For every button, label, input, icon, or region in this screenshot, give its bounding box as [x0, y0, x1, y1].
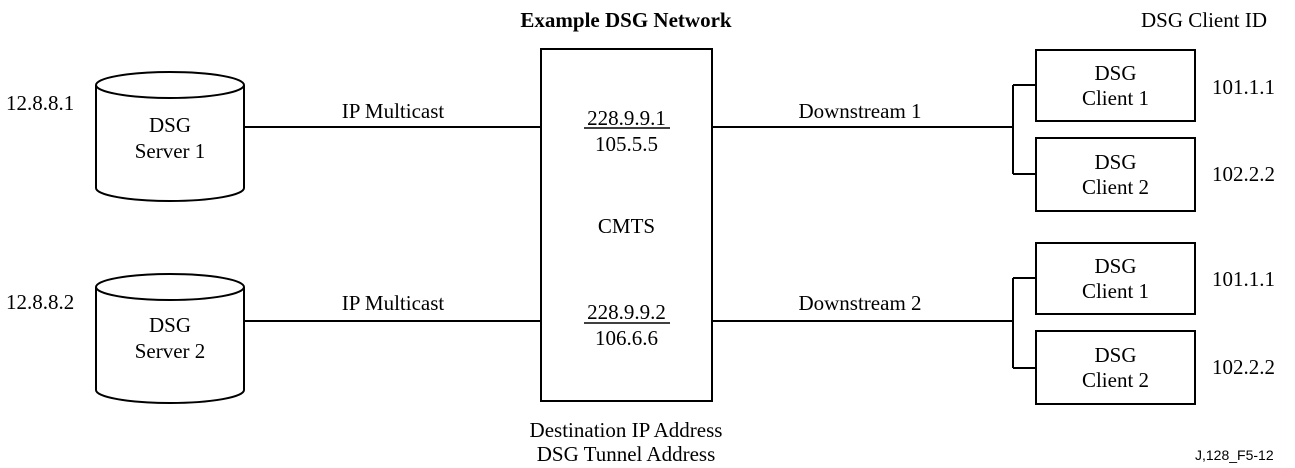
cmts-box: [540, 48, 713, 402]
server-2-name-line2: Server 2: [134, 339, 206, 363]
downstream-2-label: Downstream 2: [798, 291, 922, 315]
downstream-1-branch: [1012, 84, 1036, 175]
legend-destination-ip: Destination IP Address: [529, 418, 723, 442]
server-2-ip: 12.8.8.2: [6, 290, 75, 314]
cmts-dest-ip-2: 228.9.9.2: [587, 300, 666, 324]
client-box-ds1-2: [1035, 137, 1196, 212]
client-ds2-2-id: 102.2.2: [1212, 355, 1275, 379]
client-ds1-1-id: 101.1.1: [1212, 75, 1275, 99]
client-ds1-2-line1: DSG: [1094, 150, 1137, 174]
diagram-title: Example DSG Network: [520, 8, 732, 32]
client-ds2-2-line2: Client 2: [1081, 368, 1150, 392]
client-ds1-1-line1: DSG: [1094, 61, 1137, 85]
cmts-tunnel-address-1: 105.5.5: [595, 132, 658, 156]
server-1-link-label: IP Multicast: [341, 99, 445, 123]
downstream-2-branch: [1012, 277, 1036, 369]
client-id-header: DSG Client ID: [1141, 8, 1267, 32]
server-2-name-line1: DSG: [148, 313, 191, 337]
client-ds2-1-line1: DSG: [1094, 254, 1137, 278]
server-1-name-line2: Server 1: [134, 139, 206, 163]
server-1-ip: 12.8.8.1: [6, 91, 75, 115]
client-ds2-1-line2: Client 1: [1081, 279, 1150, 303]
server-2-link-label: IP Multicast: [341, 291, 445, 315]
cmts-label: CMTS: [597, 214, 656, 238]
legend-tunnel-address: DSG Tunnel Address: [536, 442, 716, 466]
client-box-ds2-2: [1035, 330, 1196, 405]
client-ds2-1-id: 101.1.1: [1212, 267, 1275, 291]
client-box-ds1-1: [1035, 49, 1196, 122]
client-ds1-2-line2: Client 2: [1081, 175, 1150, 199]
downstream-1-label: Downstream 1: [798, 99, 922, 123]
client-ds1-1-line2: Client 1: [1081, 86, 1150, 110]
cmts-tunnel-address-2: 106.6.6: [595, 326, 658, 350]
client-box-ds2-1: [1035, 242, 1196, 315]
server-1-cylinder: [95, 71, 245, 202]
figure-id: J,128_F5-12: [1195, 447, 1274, 463]
server-1-name-line1: DSG: [148, 113, 191, 137]
client-ds1-2-id: 102.2.2: [1212, 162, 1275, 186]
server-2-cylinder: [95, 273, 245, 404]
client-ds2-2-line1: DSG: [1094, 343, 1137, 367]
cmts-dest-ip-1: 228.9.9.1: [587, 106, 666, 130]
